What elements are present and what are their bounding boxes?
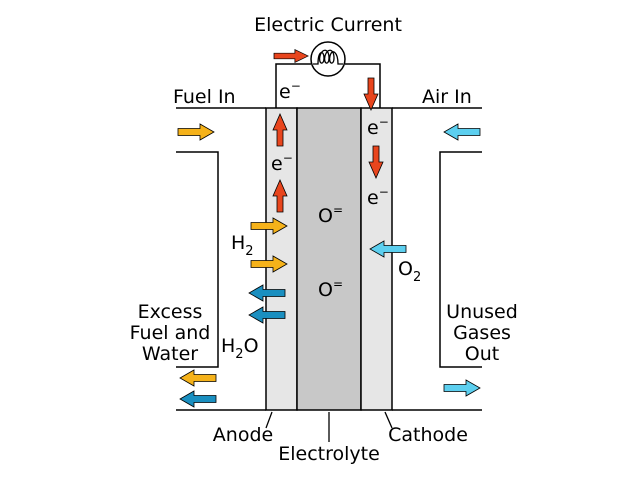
oxide-ion-label-2: O=	[318, 277, 343, 301]
unused-label-line2: Gases	[453, 322, 511, 344]
unused-gases-arrow	[443, 379, 481, 397]
oxide-ion-label-1: O=	[318, 203, 343, 227]
air-in-label: Air In	[422, 86, 472, 108]
excess-label-line3: Water	[142, 343, 198, 365]
air-in-arrow	[443, 123, 481, 141]
electron-arrow-circuit	[273, 49, 309, 63]
electron-label-cathode-top: e−	[367, 115, 389, 139]
electron-label-cathode-bottom: e−	[367, 185, 389, 209]
anode-leader	[265, 411, 273, 429]
anode-label: Anode	[213, 424, 273, 446]
electrolyte-label: Electrolyte	[278, 443, 380, 465]
excess-label-line1: Excess	[138, 301, 203, 323]
electrolyte-layer	[296, 107, 362, 411]
fuel-in-arrow	[177, 123, 215, 141]
excess-fuel-arrow	[179, 369, 217, 387]
water-label: H2O	[221, 335, 259, 362]
lightbulb-icon	[310, 41, 346, 77]
oxygen-label: O2	[398, 258, 421, 285]
cathode-chamber-wall	[439, 151, 482, 368]
excess-water-arrow	[179, 390, 217, 408]
electron-arrow-into-cathode	[363, 77, 379, 111]
anode-chamber-wall	[176, 151, 219, 368]
cathode-leader	[384, 411, 393, 429]
electron-label-anode: e−	[271, 151, 293, 175]
unused-label-line1: Unused	[446, 301, 518, 323]
circuit-wire	[275, 63, 381, 108]
cathode-label: Cathode	[388, 424, 468, 446]
anode-layer	[265, 107, 298, 411]
diagram-title: Electric Current	[254, 14, 402, 36]
electron-label-circuit: e−	[279, 79, 301, 103]
excess-label-line2: Fuel and	[130, 322, 211, 344]
hydrogen-label: H2	[231, 232, 254, 259]
unused-label-line3: Out	[465, 343, 499, 365]
fuel-in-label: Fuel In	[173, 86, 236, 108]
